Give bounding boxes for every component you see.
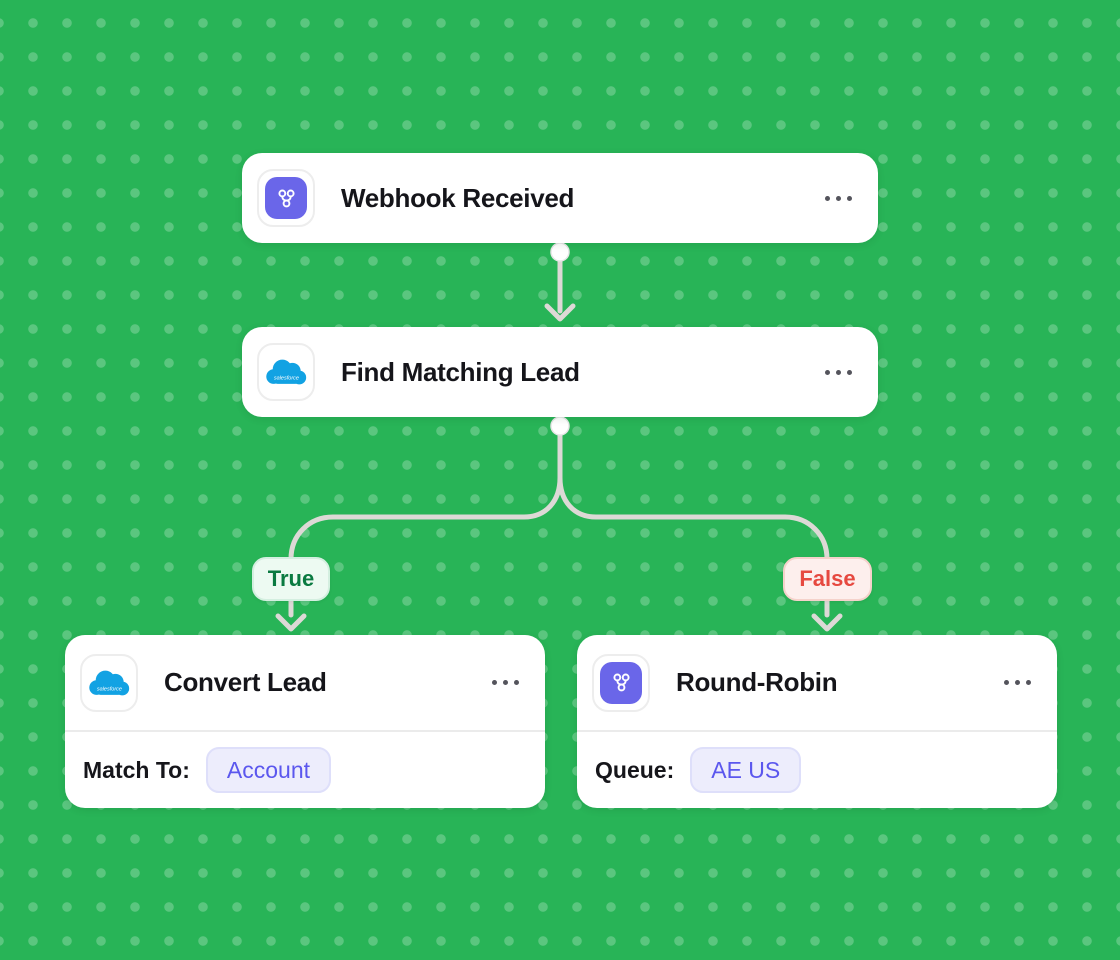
connector-handle[interactable] — [550, 416, 570, 436]
node-menu-button[interactable] — [823, 190, 854, 207]
node-header: Round-Robin — [577, 635, 1057, 730]
node-title: Convert Lead — [164, 667, 327, 697]
node-header: salesforce Convert Lead — [65, 635, 545, 730]
connector-branch-false — [557, 414, 830, 618]
param-label: Queue: — [595, 756, 675, 783]
webhook-icon — [600, 661, 642, 704]
ellipsis-icon — [825, 195, 830, 201]
arrowhead-icon — [811, 613, 843, 632]
webhook-icon — [265, 177, 307, 219]
connector-branch-true — [288, 414, 563, 618]
node-divider — [577, 730, 1057, 732]
node-param-row: Queue: AE US — [577, 732, 1057, 808]
node-icon-container: salesforce — [257, 343, 315, 401]
workflow-node-round-robin[interactable]: Round-Robin Queue: AE US — [577, 635, 1057, 808]
branch-false-label: False — [783, 557, 872, 601]
node-icon-container — [592, 653, 650, 712]
workflow-node-convert-lead[interactable]: salesforce Convert Lead Match To: Accoun… — [65, 635, 545, 808]
node-title: Webhook Received — [341, 182, 575, 213]
ellipsis-icon — [825, 369, 830, 375]
ellipsis-icon — [1004, 680, 1009, 685]
node-param-row: Match To: Account — [65, 732, 545, 808]
node-divider — [65, 730, 545, 732]
workflow-node-find-matching-lead[interactable]: salesforce Find Matching Lead — [242, 327, 878, 417]
arrowhead-icon — [275, 613, 307, 632]
node-title: Find Matching Lead — [341, 356, 580, 387]
svg-text:salesforce: salesforce — [97, 686, 122, 692]
node-menu-button[interactable] — [490, 674, 521, 691]
svg-text:salesforce: salesforce — [274, 375, 299, 381]
arrowhead-icon — [544, 303, 576, 322]
param-label: Match To: — [83, 756, 190, 783]
salesforce-icon: salesforce — [266, 359, 307, 385]
salesforce-icon: salesforce — [89, 670, 130, 695]
node-icon-container: salesforce — [80, 653, 138, 712]
param-value-chip[interactable]: AE US — [690, 747, 802, 793]
node-title: Round-Robin — [676, 667, 838, 697]
node-header: Webhook Received — [242, 153, 878, 243]
workflow-node-webhook-received[interactable]: Webhook Received — [242, 153, 878, 243]
param-value-chip[interactable]: Account — [205, 747, 332, 793]
node-icon-container — [257, 169, 315, 227]
branch-true-label: True — [252, 557, 330, 601]
node-header: salesforce Find Matching Lead — [242, 327, 878, 417]
node-menu-button[interactable] — [1002, 674, 1033, 691]
ellipsis-icon — [492, 680, 497, 685]
connector-handle[interactable] — [550, 242, 570, 262]
node-menu-button[interactable] — [823, 364, 854, 381]
